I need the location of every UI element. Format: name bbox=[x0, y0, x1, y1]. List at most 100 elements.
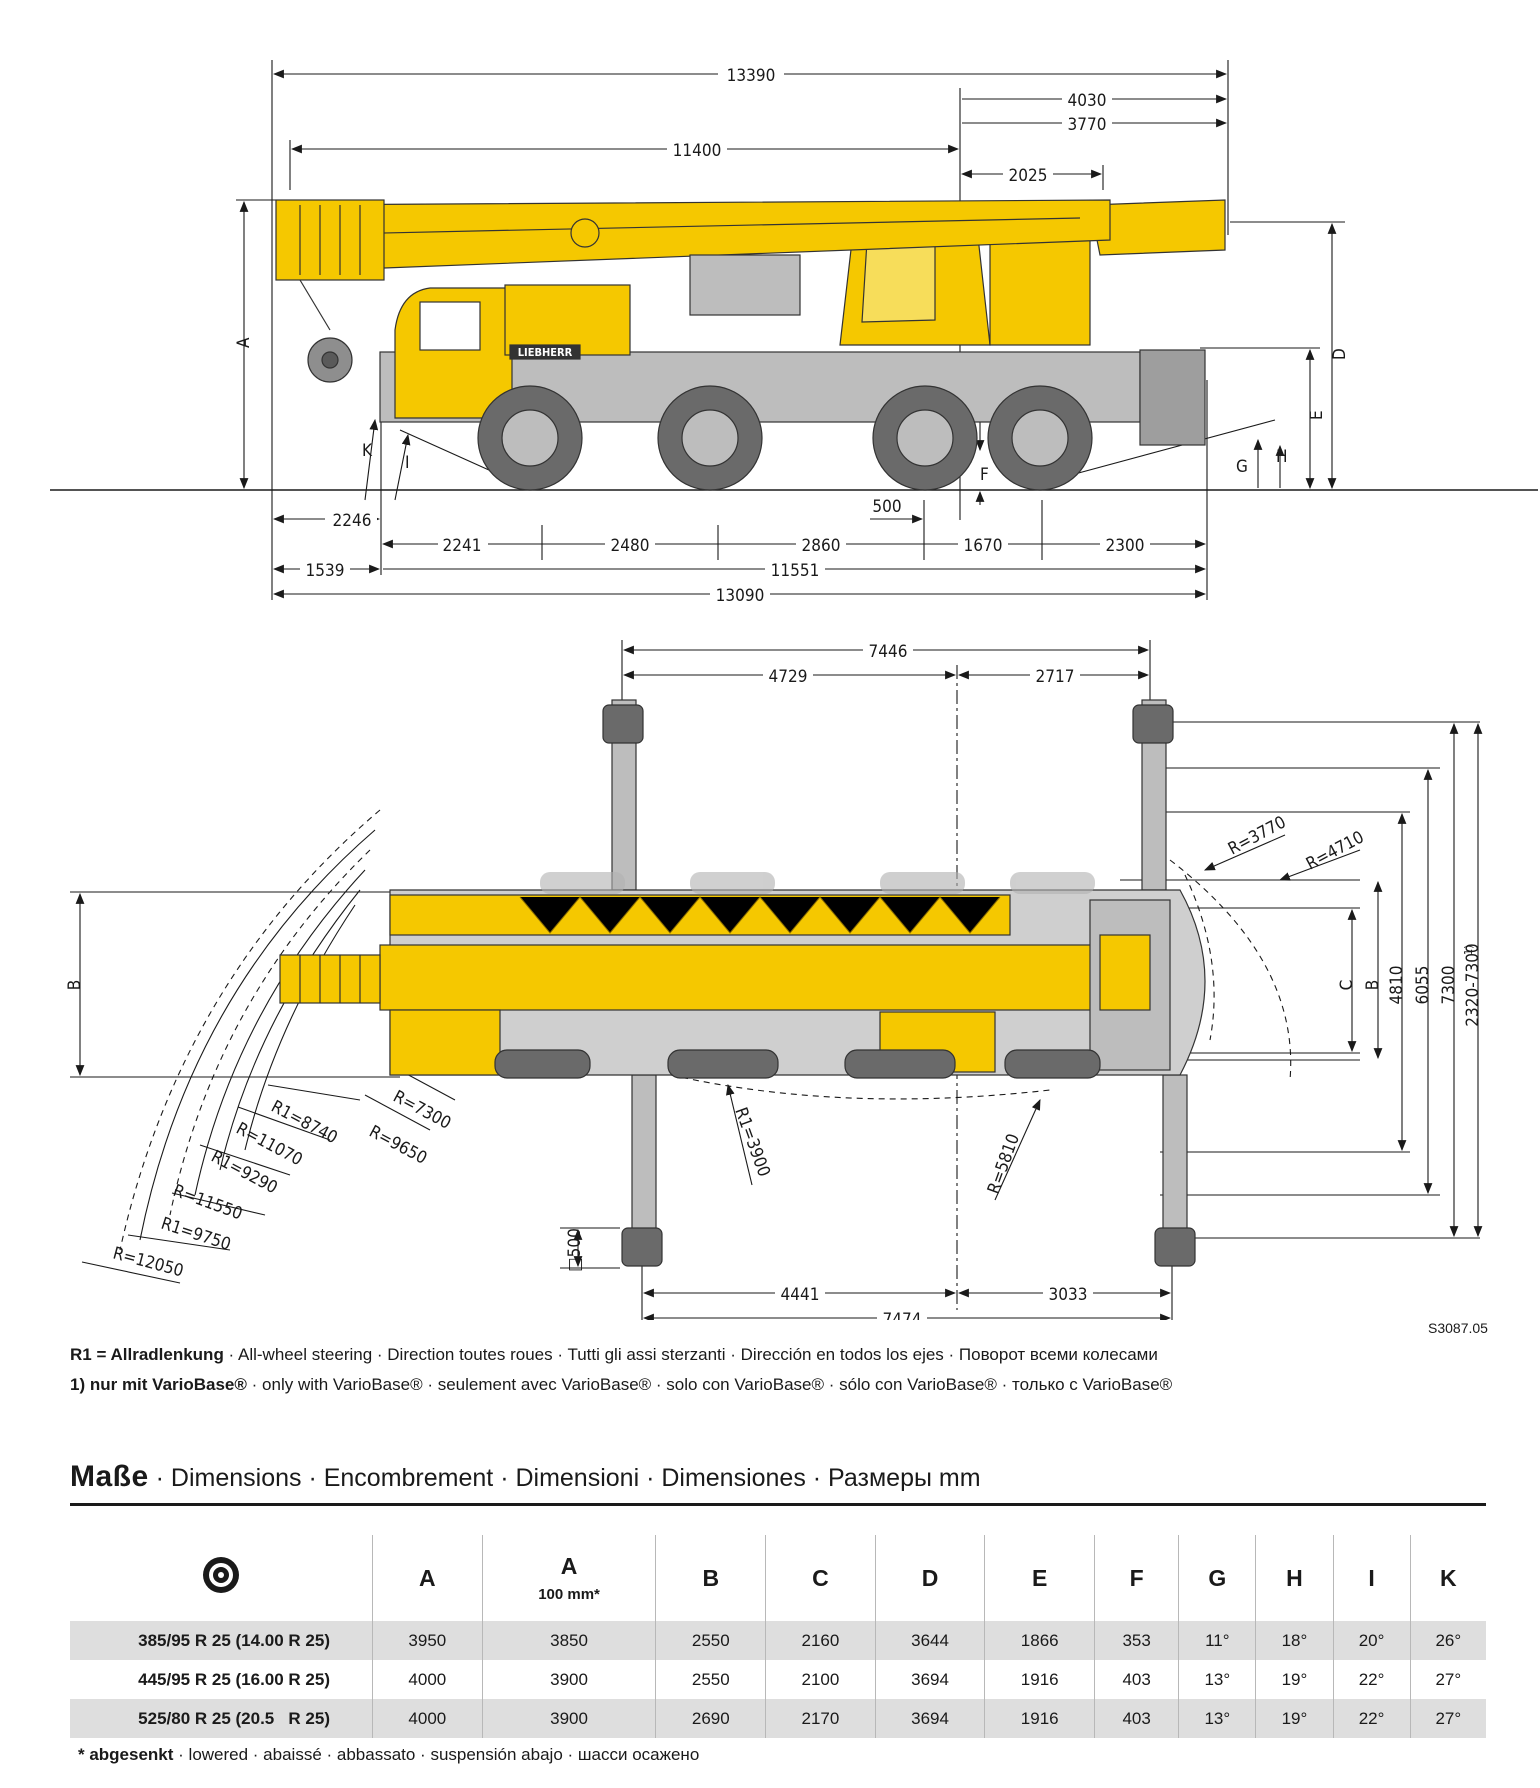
dim-3770: 3770 bbox=[1068, 115, 1107, 135]
cell-K: 27° bbox=[1409, 1660, 1486, 1699]
header-I: I bbox=[1332, 1535, 1411, 1621]
cell-G: 13° bbox=[1178, 1660, 1256, 1699]
letter-E: E bbox=[1307, 410, 1327, 420]
dim-2246: 2246 bbox=[333, 511, 372, 531]
dim-500: 500 bbox=[872, 497, 901, 517]
dim-7474: 7474 bbox=[883, 1310, 922, 1320]
cell-H: 19° bbox=[1255, 1699, 1334, 1738]
tyre-icon-header bbox=[70, 1535, 373, 1621]
dim-2241: 2241 bbox=[443, 536, 482, 556]
cell-B: 2550 bbox=[655, 1660, 766, 1699]
cell-G: 11° bbox=[1178, 1621, 1256, 1660]
dim-1670: 1670 bbox=[964, 536, 1003, 556]
cell-E: 1916 bbox=[984, 1660, 1095, 1699]
dim-2480: 2480 bbox=[611, 536, 650, 556]
crane-side-illustration: LIEBHERR bbox=[275, 199, 1226, 491]
cell-F: 353 bbox=[1094, 1621, 1179, 1660]
header-A-sub: 100 mm* bbox=[538, 1586, 600, 1603]
dim-11400: 11400 bbox=[673, 141, 722, 161]
note-variobase-rest: · only with VarioBase® · seulement avec … bbox=[246, 1375, 1173, 1394]
cell-D: 3694 bbox=[874, 1660, 985, 1699]
dim-4030: 4030 bbox=[1068, 91, 1107, 111]
table-row: 385/95 R 25 (14.00 R 25) 3950 3850 2550 … bbox=[70, 1621, 1486, 1660]
radius-r-5810: R=5810 bbox=[984, 1131, 1024, 1196]
footnote-rest: · lowered · abaissé · abbassato · suspen… bbox=[173, 1745, 700, 1764]
cell-A: 3950 bbox=[372, 1621, 483, 1660]
crane-top-illustration bbox=[279, 699, 1206, 1267]
table-row: 525/80 R 25 (20.5 R 25) 4000 3900 2690 2… bbox=[70, 1699, 1486, 1738]
cell-B: 2690 bbox=[655, 1699, 766, 1738]
radius-r1-9750: R1=9750 bbox=[158, 1214, 233, 1255]
header-E: E bbox=[984, 1535, 1095, 1621]
letter-C-right: C bbox=[1337, 980, 1357, 991]
letter-D: D bbox=[1330, 348, 1350, 360]
header-D: D bbox=[874, 1535, 985, 1621]
cell-E: 1866 bbox=[984, 1621, 1095, 1660]
radius-r-9650: R=9650 bbox=[366, 1122, 430, 1169]
side-view-drawing: 13390 4030 3770 11400 2025 2246 500 2241… bbox=[50, 60, 1538, 606]
dim-13090: 13090 bbox=[716, 586, 765, 606]
cell-H: 18° bbox=[1255, 1621, 1334, 1660]
top-view-drawing: 7446 4729 2717 4441 3033 7474 B C B 4810… bbox=[65, 638, 1483, 1320]
cell-D: 3644 bbox=[874, 1621, 985, 1660]
dim-6055: 6055 bbox=[1413, 966, 1433, 1005]
note-allwheel-bold: R1 = Allradlenkung bbox=[70, 1345, 224, 1364]
cell-A: 4000 bbox=[372, 1699, 483, 1738]
header-H: H bbox=[1255, 1535, 1334, 1621]
header-A: A bbox=[372, 1535, 483, 1621]
dim-2300: 2300 bbox=[1106, 536, 1145, 556]
footnote-bold: * abgesenkt bbox=[78, 1745, 174, 1764]
dim-4441: 4441 bbox=[781, 1285, 820, 1305]
dim-7446: 7446 bbox=[869, 642, 908, 662]
drawing-code: S3087.05 bbox=[1428, 1320, 1488, 1336]
note-allwheel-rest: · All-wheel steering · Direction toutes … bbox=[223, 1345, 1158, 1364]
cell-I: 22° bbox=[1332, 1660, 1411, 1699]
header-K: K bbox=[1409, 1535, 1486, 1621]
letter-K: K bbox=[362, 441, 373, 461]
dim-11551: 11551 bbox=[771, 561, 820, 581]
dim-7300: 7300 bbox=[1439, 966, 1459, 1005]
cell-A-lowered: 3900 bbox=[481, 1660, 656, 1699]
table-title-rest: · Dimensions · Encombrement · Dimensioni… bbox=[148, 1464, 981, 1492]
table-title: Maße · Dimensions · Encombrement · Dimen… bbox=[70, 1460, 981, 1494]
pad-size: □500 bbox=[565, 1228, 585, 1272]
table-row: 445/95 R 25 (16.00 R 25) 4000 3900 2550 … bbox=[70, 1660, 1486, 1699]
cell-C: 2100 bbox=[765, 1660, 876, 1699]
dim-4810: 4810 bbox=[1387, 966, 1407, 1005]
letter-H: H bbox=[1276, 447, 1288, 467]
radius-r-11550: R=11550 bbox=[170, 1181, 245, 1224]
dim-4729: 4729 bbox=[769, 667, 808, 687]
letter-G: G bbox=[1236, 457, 1248, 477]
header-B: B bbox=[655, 1535, 766, 1621]
cell-H: 19° bbox=[1255, 1660, 1334, 1699]
radius-r1-3900: R1=3900 bbox=[730, 1105, 773, 1180]
dim-3033: 3033 bbox=[1049, 1285, 1088, 1305]
drawing-notes: R1 = Allradlenkung · All-wheel steering … bbox=[70, 1340, 1172, 1400]
table-title-de: Maße bbox=[70, 1460, 149, 1493]
dim-2860: 2860 bbox=[802, 536, 841, 556]
cell-A-lowered: 3900 bbox=[481, 1699, 656, 1738]
letter-A: A bbox=[234, 337, 254, 348]
letter-B-right: B bbox=[1363, 980, 1383, 991]
cell-K: 27° bbox=[1409, 1699, 1486, 1738]
letter-F: F bbox=[980, 465, 989, 485]
dim-2717: 2717 bbox=[1036, 667, 1075, 687]
cell-B: 2550 bbox=[655, 1621, 766, 1660]
header-C: C bbox=[765, 1535, 876, 1621]
cell-K: 26° bbox=[1409, 1621, 1486, 1660]
tyre-size: 385/95 R 25 (14.00 R 25) bbox=[70, 1621, 373, 1660]
tyre-size: 525/80 R 25 (20.5 R 25) bbox=[70, 1699, 373, 1738]
dim-2320-7300: 2320-7300 bbox=[1463, 943, 1483, 1026]
header-F: F bbox=[1094, 1535, 1179, 1621]
cell-I: 22° bbox=[1332, 1699, 1411, 1738]
letter-I: I bbox=[405, 453, 410, 473]
table-footnote: * abgesenkt · lowered · abaissé · abbass… bbox=[78, 1745, 699, 1765]
cell-A-lowered: 3850 bbox=[481, 1621, 656, 1660]
tyre-icon bbox=[203, 1557, 239, 1593]
footnote-mark: 1) bbox=[1462, 945, 1475, 955]
cell-E: 1916 bbox=[984, 1699, 1095, 1738]
title-rule bbox=[70, 1503, 1486, 1506]
